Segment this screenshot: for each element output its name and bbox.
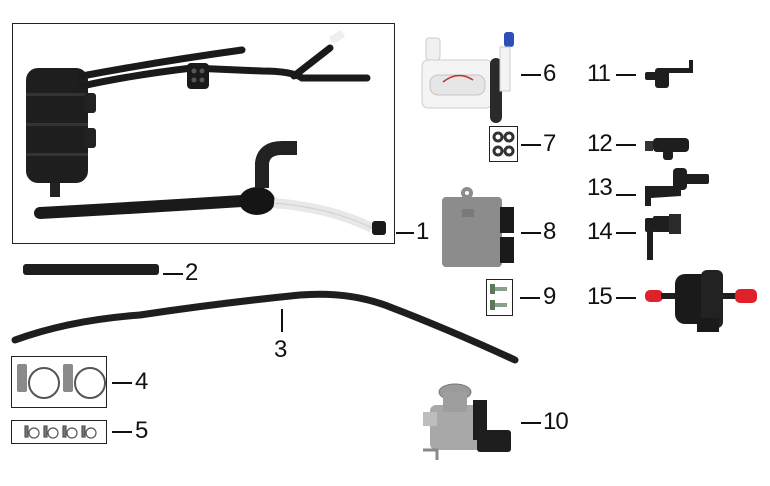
leader-1 — [396, 232, 414, 234]
part-4-hose-clamps — [17, 364, 106, 399]
part-1-canister-assembly — [26, 30, 386, 235]
callout-12: 12 — [587, 130, 613, 157]
part-5-hose-clips — [24, 425, 97, 439]
leader-12 — [616, 144, 636, 146]
part-15-fuel-filter — [645, 270, 757, 332]
part-6-fuel-pump — [421, 32, 514, 123]
part-10-throttle-body — [423, 383, 511, 460]
callout-9: 9 — [543, 283, 556, 310]
leader-8 — [521, 232, 541, 234]
leader-11 — [616, 74, 636, 76]
callout-14: 14 — [587, 218, 613, 245]
callout-1: 1 — [416, 218, 429, 245]
part-5-frame — [11, 420, 107, 444]
part-11-elbow-connector — [645, 60, 693, 88]
part-7-o-rings — [492, 131, 515, 157]
leader-4 — [112, 382, 132, 384]
callout-2: 2 — [185, 259, 198, 286]
part-12-fuel-injector — [645, 138, 689, 160]
leader-14 — [616, 232, 636, 234]
leader-7 — [521, 144, 541, 146]
callout-8: 8 — [543, 218, 556, 245]
leader-9 — [520, 297, 540, 299]
leader-13 — [616, 194, 636, 196]
leader-3 — [281, 309, 283, 332]
part-8-ecu — [442, 187, 514, 267]
leader-10 — [521, 422, 541, 424]
callout-3: 3 — [274, 336, 287, 363]
callout-11: 11 — [587, 60, 611, 87]
callout-10: 10 — [543, 408, 569, 435]
part-3-long-hose — [11, 290, 519, 364]
callout-15: 15 — [587, 283, 613, 310]
part-9-bolts — [490, 284, 507, 310]
leader-2 — [163, 273, 183, 275]
callout-13: 13 — [587, 174, 613, 201]
part-14-quick-connector — [645, 214, 681, 260]
callout-4: 4 — [135, 368, 148, 395]
leader-5 — [112, 431, 132, 433]
part-7-frame — [489, 126, 518, 162]
leader-15 — [616, 297, 636, 299]
part-13-injector-connector — [645, 168, 709, 206]
part-2-short-hose — [23, 264, 159, 275]
leader-6 — [521, 74, 541, 76]
callout-5: 5 — [135, 417, 148, 444]
callout-7: 7 — [543, 130, 556, 157]
callout-6: 6 — [543, 60, 556, 87]
